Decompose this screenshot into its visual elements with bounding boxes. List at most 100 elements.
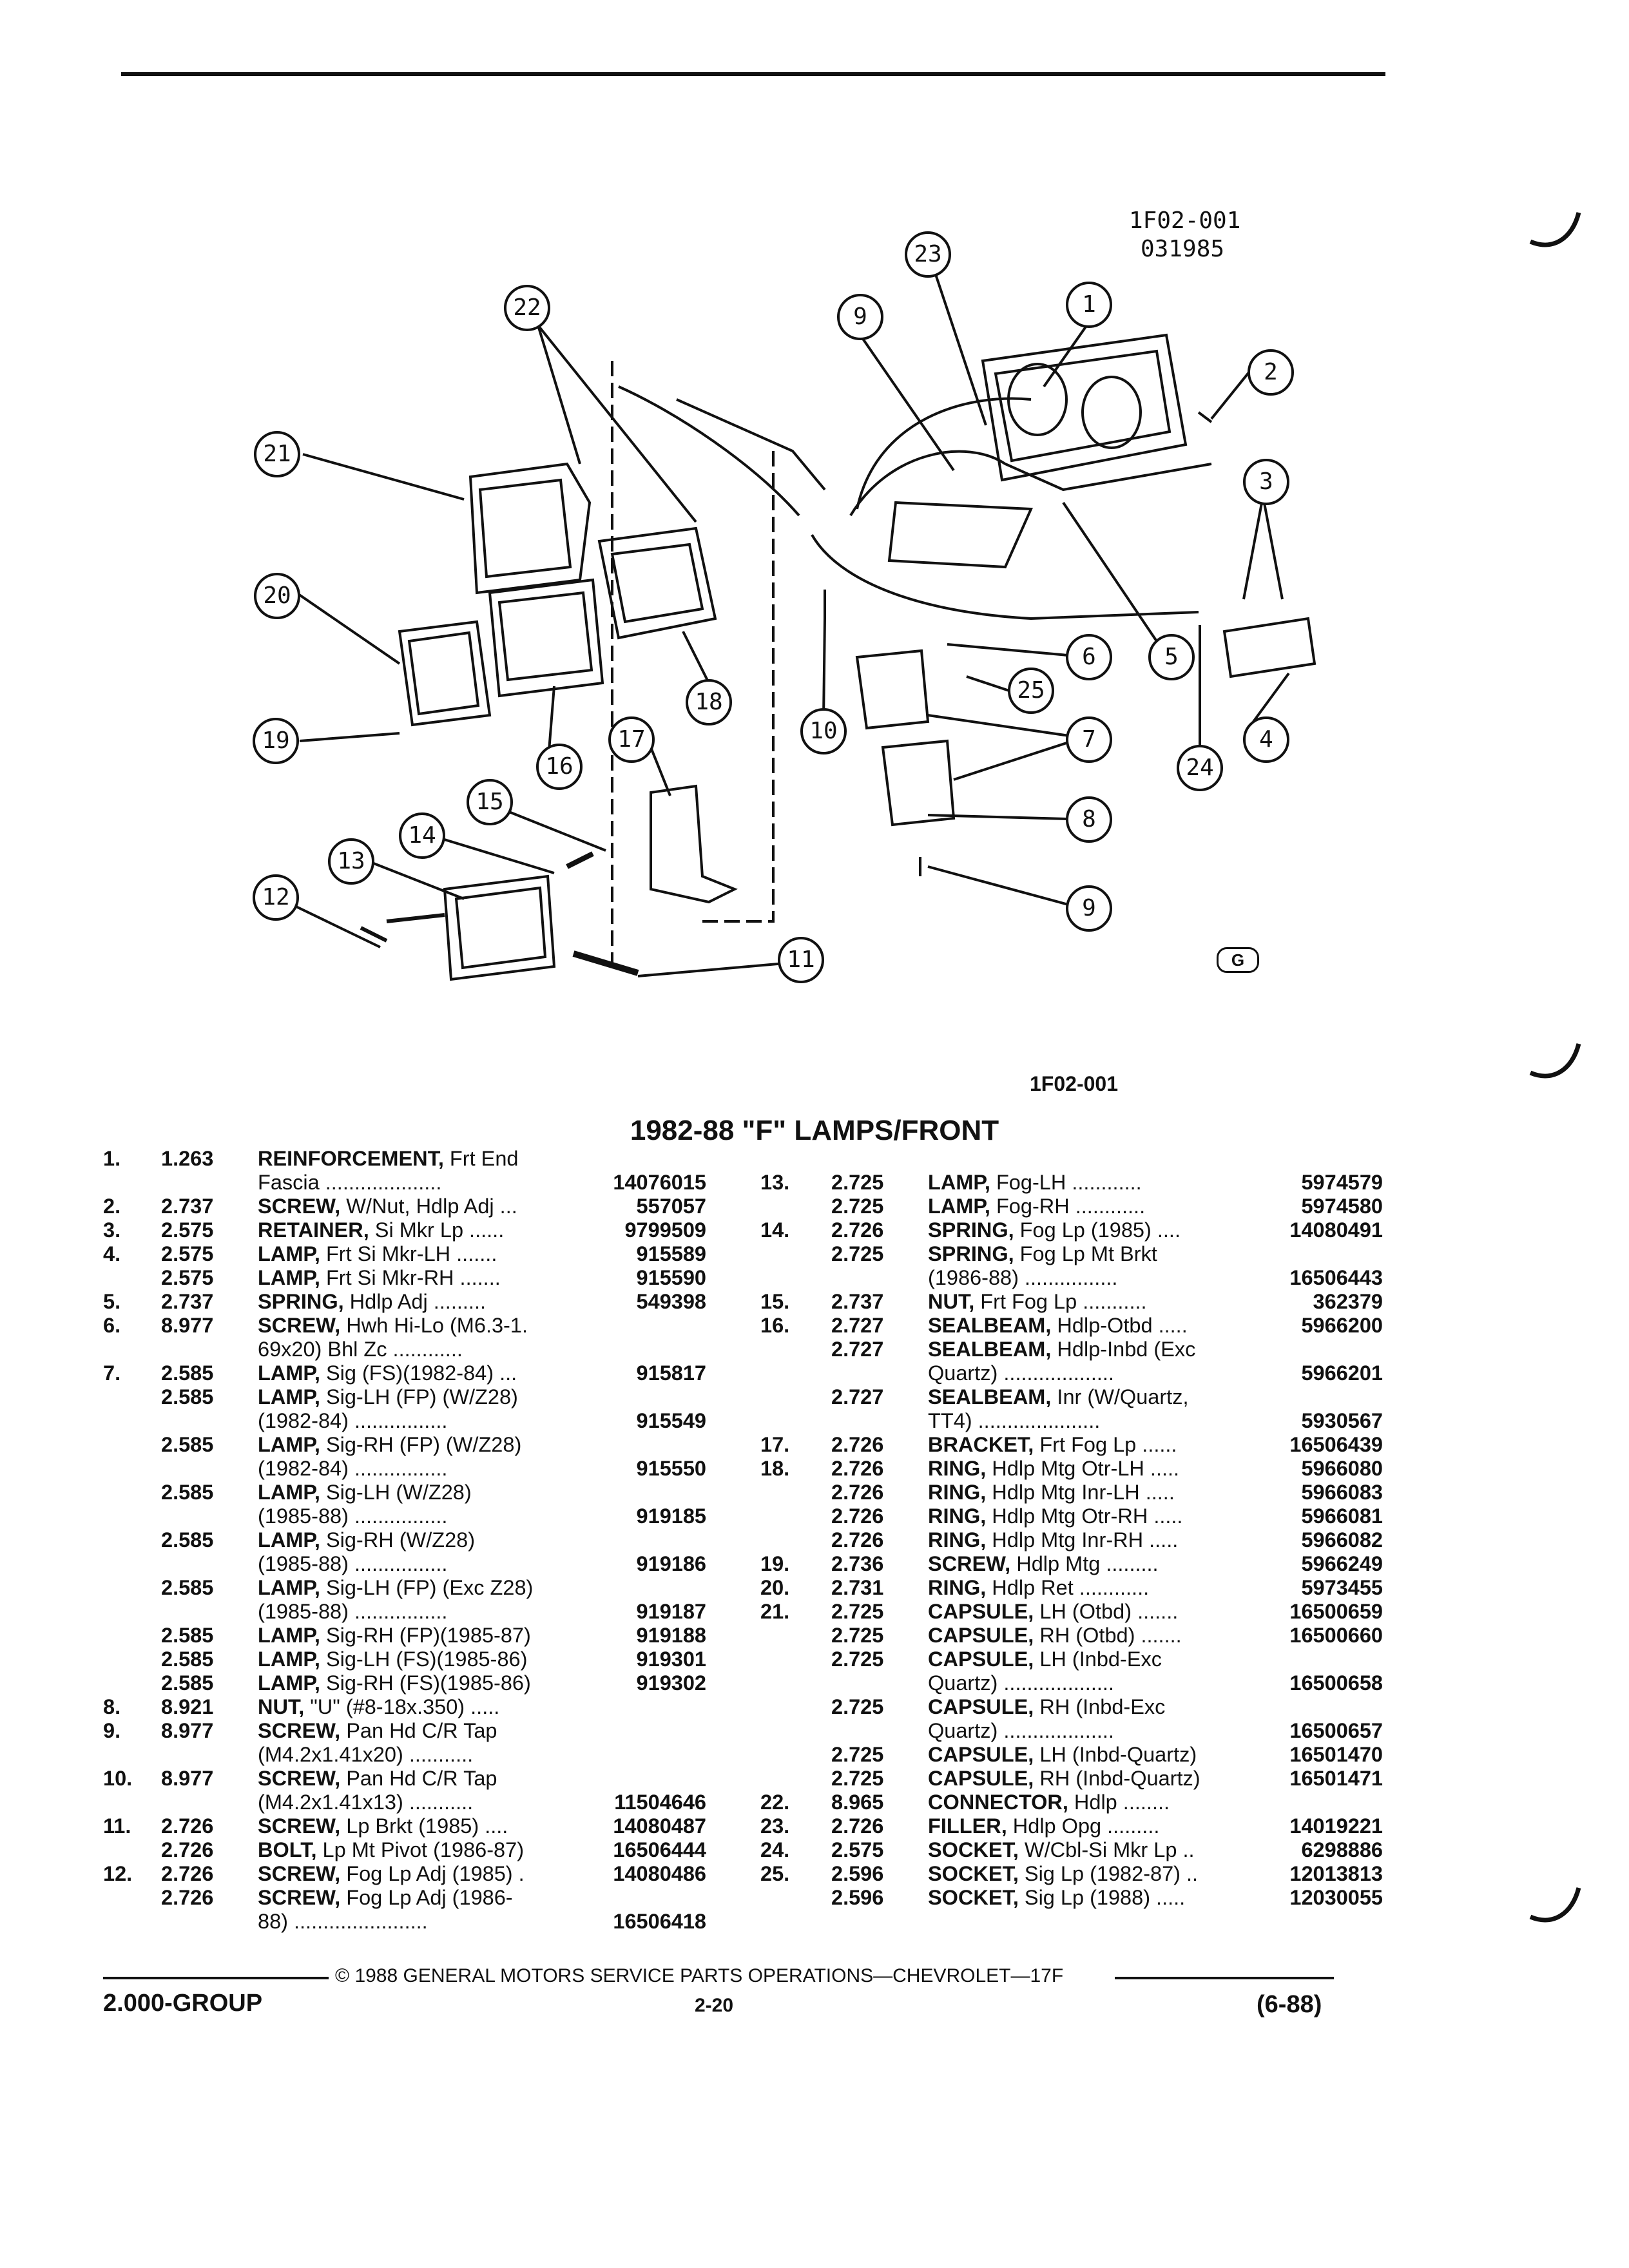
part-number: 9799509 — [624, 1218, 706, 1242]
callout-23: 23 — [914, 241, 942, 267]
part-number: 5974580 — [1301, 1195, 1383, 1218]
part-number: 5966081 — [1301, 1504, 1383, 1528]
table-row: 2.575 LAMP, Frt Si Mkr-RH ....... 915590 — [103, 1266, 722, 1290]
callout-10: 10 — [809, 718, 838, 744]
group-number: 2.737 — [161, 1290, 214, 1313]
group-number: 2.737 — [831, 1290, 884, 1313]
fog-lamp-part — [443, 874, 556, 981]
group-number: 2.725 — [831, 1648, 884, 1671]
group-number: 2.585 — [161, 1528, 214, 1552]
item-number: 6. — [103, 1314, 121, 1337]
part-description: SOCKET, Sig Lp (1988) ..... — [928, 1886, 1186, 1909]
callout-13: 13 — [337, 848, 365, 874]
group-number: 2.726 — [831, 1433, 884, 1456]
top-rule — [121, 72, 1385, 76]
group-number: 2.726 — [161, 1838, 214, 1861]
part-description: (M4.2x1.41x20) ........... — [258, 1743, 474, 1766]
part-number: 919188 — [636, 1624, 706, 1647]
table-row: (1985-88) ................919186 — [103, 1552, 722, 1576]
group-number: 2.727 — [831, 1385, 884, 1408]
callout-20: 20 — [263, 582, 291, 609]
callout-17: 17 — [617, 726, 646, 753]
callout-1: 1 — [1082, 291, 1096, 318]
table-row: (1985-88) ................919187 — [103, 1600, 722, 1624]
group-number: 2.726 — [831, 1528, 884, 1552]
part-description: LAMP, Fog-RH ............ — [928, 1195, 1146, 1218]
callout-25: 25 — [1017, 677, 1045, 704]
part-description: (1986-88) ................ — [928, 1266, 1118, 1289]
part-number: 915590 — [636, 1266, 706, 1289]
part-description: LAMP, Sig-RH (FP)(1985-87) — [258, 1624, 531, 1647]
part-description: CONNECTOR, Hdlp ........ — [928, 1791, 1170, 1814]
group-number: 2.725 — [831, 1743, 884, 1766]
part-description: SCREW, W/Nut, Hdlp Adj ... — [258, 1195, 517, 1218]
part-description: SOCKET, Sig Lp (1982-87) .. — [928, 1862, 1199, 1885]
part-description: SPRING, Fog Lp Mt Brkt — [928, 1242, 1157, 1265]
group-number: 2.575 — [161, 1266, 214, 1289]
item-number: 16. — [760, 1314, 790, 1337]
part-description: LAMP, Fog-LH ............ — [928, 1171, 1142, 1194]
part-description: CAPSULE, LH (Inbd-Exc — [928, 1648, 1162, 1671]
part-number: 5966200 — [1301, 1314, 1383, 1337]
group-number: 2.596 — [831, 1862, 884, 1885]
item-number: 4. — [103, 1242, 121, 1265]
part-number: 16506439 — [1289, 1433, 1383, 1456]
table-row: (1982-84) ................915550 — [103, 1457, 722, 1481]
part-description: Quartz) ................... — [928, 1671, 1114, 1695]
callout-18: 18 — [695, 689, 723, 715]
part-description: LAMP, Sig (FS)(1982-84) ... — [258, 1361, 517, 1385]
group-number: 2.575 — [831, 1838, 884, 1861]
item-number: 19. — [760, 1552, 790, 1575]
item-number: 21. — [760, 1600, 790, 1623]
part-description: (1985-88) ................ — [258, 1504, 448, 1528]
group-number: 2.726 — [831, 1481, 884, 1504]
part-number: 5974579 — [1301, 1171, 1383, 1194]
part-number: 5966083 — [1301, 1481, 1383, 1504]
part-description: FILLER, Hdlp Opg ......... — [928, 1814, 1160, 1838]
revision-label: (6-88) — [1257, 1991, 1322, 2018]
part-description: (1982-84) ................ — [258, 1457, 448, 1480]
group-number: 2.596 — [831, 1886, 884, 1909]
part-description: LAMP, Sig-RH (FP) (W/Z28) — [258, 1433, 522, 1456]
item-number: 3. — [103, 1218, 121, 1242]
brand-mark: G — [1217, 947, 1259, 973]
part-number: 919186 — [636, 1552, 706, 1575]
footer-rule-right — [1115, 1977, 1334, 1979]
part-number: 16500657 — [1289, 1719, 1383, 1742]
table-row: Quartz) ...................16500657 — [760, 1719, 1392, 1743]
part-description: LAMP, Sig-LH (FS)(1985-86) — [258, 1648, 528, 1671]
part-description: SEALBEAM, Hdlp-Otbd ..... — [928, 1314, 1188, 1337]
part-description: CAPSULE, LH (Inbd-Quartz) — [928, 1743, 1197, 1766]
group-number: 8.977 — [161, 1314, 214, 1337]
item-number: 23. — [760, 1814, 790, 1838]
table-row: (1982-84) ................915549 — [103, 1409, 722, 1433]
part-number: 915817 — [636, 1361, 706, 1385]
part-description: SCREW, Fog Lp Adj (1986- — [258, 1886, 513, 1909]
part-number: 16506444 — [613, 1838, 706, 1861]
callout-3: 3 — [1259, 468, 1273, 495]
group-number: 2.575 — [161, 1242, 214, 1265]
part-description: LAMP, Frt Si Mkr-RH ....... — [258, 1266, 501, 1289]
part-description: LAMP, Frt Si Mkr-LH ....... — [258, 1242, 497, 1265]
group-number: 2.585 — [161, 1648, 214, 1671]
binding-mark-icon — [1529, 1043, 1581, 1079]
binding-mark-icon — [1529, 1887, 1581, 1923]
table-row: 2.725 CAPSULE, LH (Inbd-Exc — [760, 1648, 1392, 1671]
part-description: NUT, Frt Fog Lp ........... — [928, 1290, 1147, 1313]
group-number: 8.977 — [161, 1719, 214, 1742]
part-description: SCREW, Lp Brkt (1985) .... — [258, 1814, 508, 1838]
part-description: RETAINER, Si Mkr Lp ...... — [258, 1218, 505, 1242]
part-description: RING, Hdlp Mtg Otr-RH ..... — [928, 1504, 1183, 1528]
part-number: 14080486 — [613, 1862, 706, 1885]
binding-mark-icon — [1529, 212, 1581, 247]
